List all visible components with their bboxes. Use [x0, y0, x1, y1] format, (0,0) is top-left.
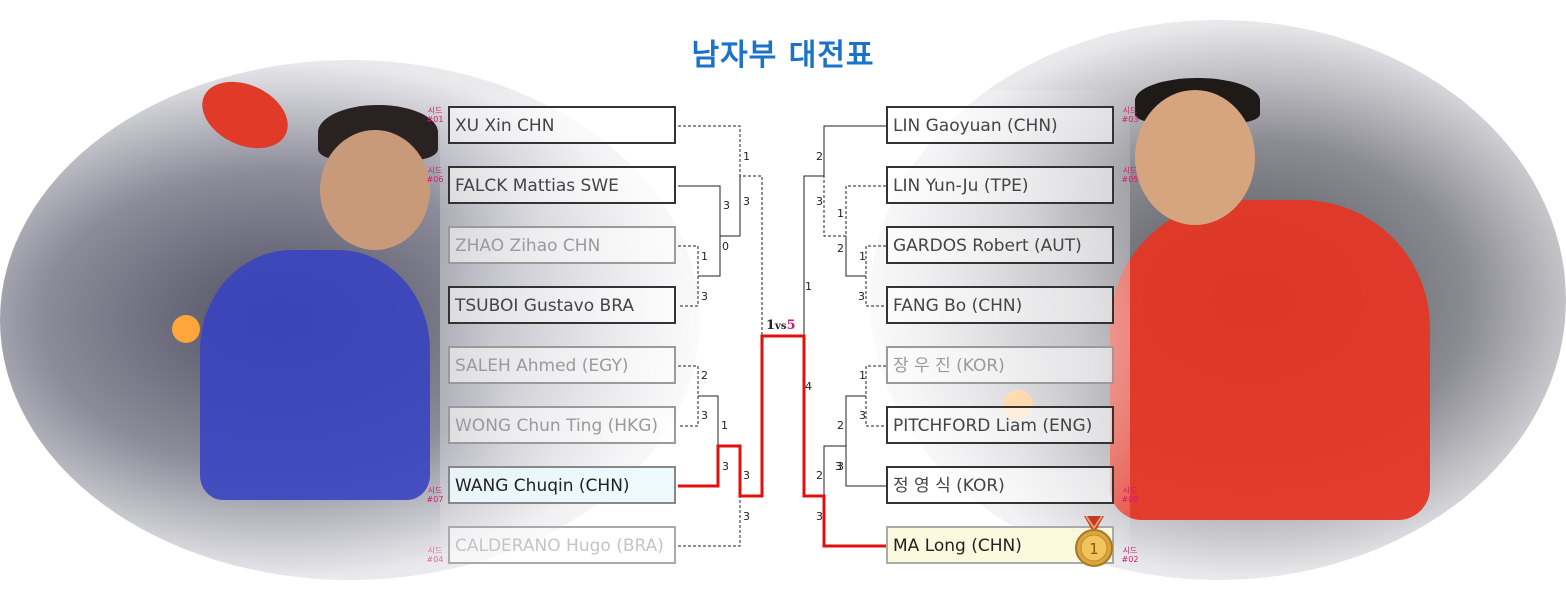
seed-label: 시드#04 — [426, 546, 444, 564]
player-name: 정 영 식 (KOR) — [893, 476, 1005, 496]
player-name: CALDERANO Hugo (BRA) — [455, 536, 664, 556]
seed-label: 시드#03 — [1121, 106, 1139, 124]
player-name: XU Xin CHN — [455, 116, 555, 136]
player-name: WANG Chuqin (CHN) — [455, 476, 630, 496]
seed-label: 시드#05 — [1121, 166, 1139, 184]
seed-label: 시드#08 — [1121, 486, 1139, 504]
player-box-left-4[interactable]: TSUBOI Gustavo BRA — [448, 286, 676, 324]
match-score: 2 — [816, 150, 823, 163]
match-score: 1 — [805, 280, 812, 293]
match-score: 1 — [859, 250, 866, 263]
final-vs-label: 1vs5 — [766, 318, 796, 333]
player-name: LIN Gaoyuan (CHN) — [893, 116, 1058, 136]
gold-medal-icon: 1 — [1075, 516, 1113, 567]
right-player-head — [1135, 90, 1255, 225]
player-box-left-8[interactable]: CALDERANO Hugo (BRA) — [448, 526, 676, 564]
player-box-right-7[interactable]: 정 영 식 (KOR) — [886, 466, 1114, 504]
match-score: 1 — [743, 150, 750, 163]
match-score: 1 — [701, 250, 708, 263]
final-right-score: 5 — [786, 318, 796, 333]
medal-number: 1 — [1089, 540, 1099, 558]
final-left-score: 1 — [766, 318, 776, 333]
left-player-head — [320, 130, 430, 250]
player-box-right-5[interactable]: 장 우 진 (KOR) — [886, 346, 1114, 384]
match-score: 3 — [743, 510, 750, 523]
seed-label: 시드#02 — [1121, 546, 1139, 564]
match-score: 2 — [837, 419, 844, 432]
left-player-shirt — [200, 250, 430, 500]
match-score: 3 — [723, 199, 730, 212]
player-box-left-5[interactable]: SALEH Ahmed (EGY) — [448, 346, 676, 384]
match-score: 3 — [816, 195, 823, 208]
player-box-right-1[interactable]: LIN Gaoyuan (CHN) — [886, 106, 1114, 144]
player-name: SALEH Ahmed (EGY) — [455, 356, 629, 376]
player-name: ZHAO Zihao CHN — [455, 236, 601, 256]
player-box-left-6[interactable]: WONG Chun Ting (HKG) — [448, 406, 676, 444]
match-score: 3 — [701, 290, 708, 303]
page-title: 남자부 대전표 — [691, 38, 875, 73]
player-box-left-2[interactable]: FALCK Mattias SWE — [448, 166, 676, 204]
match-score: 1 — [721, 419, 728, 432]
player-name: PITCHFORD Liam (ENG) — [893, 416, 1093, 436]
player-name: GARDOS Robert (AUT) — [893, 236, 1082, 256]
player-box-left-3[interactable]: ZHAO Zihao CHN — [448, 226, 676, 264]
player-box-left-7[interactable]: WANG Chuqin (CHN) — [448, 466, 676, 504]
player-name: FALCK Mattias SWE — [455, 176, 619, 196]
match-score: 1 — [859, 369, 866, 382]
player-name: FANG Bo (CHN) — [893, 296, 1023, 316]
match-score: 2 — [701, 369, 708, 382]
match-score: 3 — [816, 510, 823, 523]
match-score: 4 — [805, 380, 812, 393]
player-box-right-8[interactable]: MA Long (CHN) — [886, 526, 1114, 564]
player-name: WONG Chun Ting (HKG) — [455, 416, 659, 436]
match-score: 1 — [837, 207, 844, 220]
player-box-right-6[interactable]: PITCHFORD Liam (ENG) — [886, 406, 1114, 444]
match-score: 2 — [837, 242, 844, 255]
match-score: 3 — [859, 409, 866, 422]
seed-label: 시드#01 — [426, 106, 444, 124]
player-box-right-2[interactable]: LIN Yun-Ju (TPE) — [886, 166, 1114, 204]
player-box-left-1[interactable]: XU Xin CHN — [448, 106, 676, 144]
player-name: TSUBOI Gustavo BRA — [455, 296, 634, 316]
ball-icon — [172, 315, 200, 343]
match-score: 3 — [701, 409, 708, 422]
seed-label: 시드#07 — [426, 486, 444, 504]
match-score: 3 — [835, 460, 842, 473]
player-name: 장 우 진 (KOR) — [893, 356, 1005, 376]
match-score: 3 — [722, 460, 729, 473]
seed-label: 시드#06 — [426, 166, 444, 184]
right-player-shirt — [1110, 200, 1430, 520]
match-score: 3 — [858, 290, 865, 303]
player-name: LIN Yun-Ju (TPE) — [893, 176, 1029, 196]
player-box-right-3[interactable]: GARDOS Robert (AUT) — [886, 226, 1114, 264]
match-score: 3 — [743, 195, 750, 208]
match-score: 2 — [816, 469, 823, 482]
match-score: 0 — [722, 240, 729, 253]
player-box-right-4[interactable]: FANG Bo (CHN) — [886, 286, 1114, 324]
vs-text: vs — [775, 321, 787, 332]
match-score: 3 — [743, 469, 750, 482]
player-name: MA Long (CHN) — [893, 536, 1022, 556]
match-score: 3 — [837, 460, 844, 473]
